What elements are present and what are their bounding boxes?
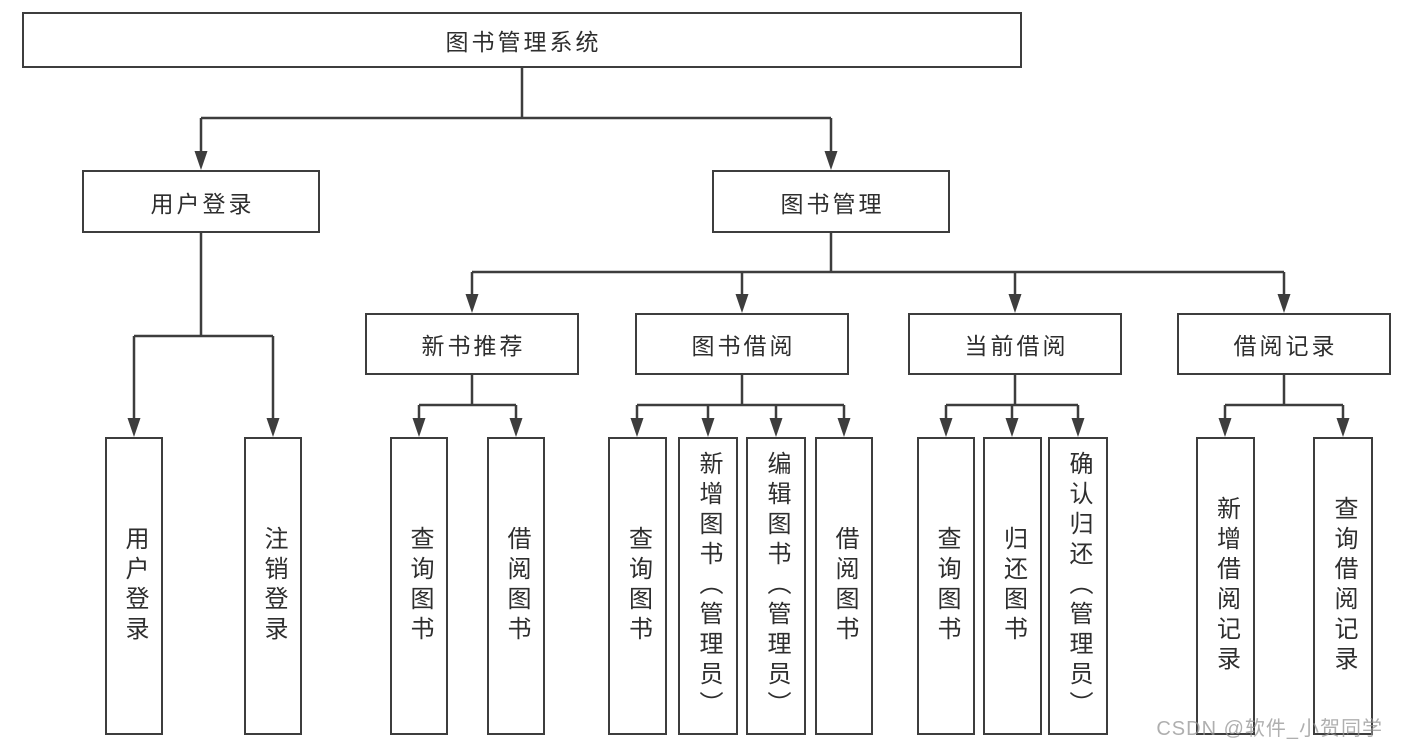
node-label: 查询图书 [406, 526, 433, 646]
node-leaf-current-return-books: 归还图书 [983, 437, 1042, 735]
node-label: 注销登录 [260, 526, 287, 646]
node-leaf-records-query-record: 查询借阅记录 [1313, 437, 1373, 735]
node-leaf-borrow-add-books-admin: 新增图书（管理员） [678, 437, 738, 735]
node-label: 图书借阅 [691, 333, 796, 359]
connector-current-to-leaves [944, 375, 1080, 419]
connector-root-to-level2 [199, 68, 833, 152]
node-label: 当前借阅 [964, 333, 1069, 359]
node-root-library-system: 图书管理系统 [22, 12, 1022, 68]
node-book-borrow: 图书借阅 [635, 313, 849, 375]
connector-borrow-to-leaves [635, 375, 846, 419]
node-label: 图书管理系统 [445, 29, 602, 55]
node-label: 借阅图书 [831, 526, 858, 646]
node-label: 借阅记录 [1233, 333, 1338, 359]
connector-recommend-to-leaves [417, 375, 518, 419]
node-label: 新增借阅记录 [1212, 496, 1240, 676]
node-borrow-records: 借阅记录 [1177, 313, 1391, 375]
node-leaf-recommend-query-books: 查询图书 [390, 437, 448, 735]
node-label: 图书管理 [780, 190, 885, 217]
node-leaf-logout: 注销登录 [244, 437, 302, 735]
node-label: 新增图书（管理员） [695, 451, 722, 721]
node-label: 借阅图书 [503, 526, 530, 646]
node-label: 查询图书 [933, 526, 960, 646]
node-label: 用户登录 [150, 190, 255, 217]
connector-mgmt-to-level3 [470, 233, 1286, 295]
node-leaf-current-query-books: 查询图书 [917, 437, 975, 735]
node-leaf-records-add-record: 新增借阅记录 [1196, 437, 1255, 735]
node-label: 查询图书 [624, 526, 652, 646]
connector-records-to-leaves [1223, 375, 1345, 419]
node-leaf-recommend-borrow-books: 借阅图书 [487, 437, 545, 735]
node-new-book-recommend: 新书推荐 [365, 313, 579, 375]
node-leaf-borrow-query-books: 查询图书 [608, 437, 667, 735]
connector-arrowheads [127, 151, 1350, 437]
node-leaf-user-login: 用户登录 [105, 437, 163, 735]
node-book-management-group: 图书管理 [712, 170, 950, 233]
node-leaf-borrow-edit-books-admin: 编辑图书（管理员） [746, 437, 806, 735]
node-user-login-group: 用户登录 [82, 170, 320, 233]
node-label: 新书推荐 [421, 333, 526, 359]
node-leaf-borrow-borrow-books: 借阅图书 [815, 437, 873, 735]
node-label: 查询借阅记录 [1330, 496, 1357, 676]
node-label: 用户登录 [121, 526, 148, 646]
node-label: 编辑图书（管理员） [763, 451, 790, 721]
node-leaf-current-confirm-return-admin: 确认归还（管理员） [1048, 437, 1108, 735]
node-label: 确认归还（管理员） [1065, 451, 1092, 721]
watermark-text: CSDN @软件_小贺同学 [1156, 718, 1383, 740]
node-label: 归还图书 [999, 526, 1027, 646]
node-current-borrow: 当前借阅 [908, 313, 1122, 375]
connector-userlogin-to-leaves [132, 233, 275, 419]
connector-lines [132, 68, 1345, 419]
